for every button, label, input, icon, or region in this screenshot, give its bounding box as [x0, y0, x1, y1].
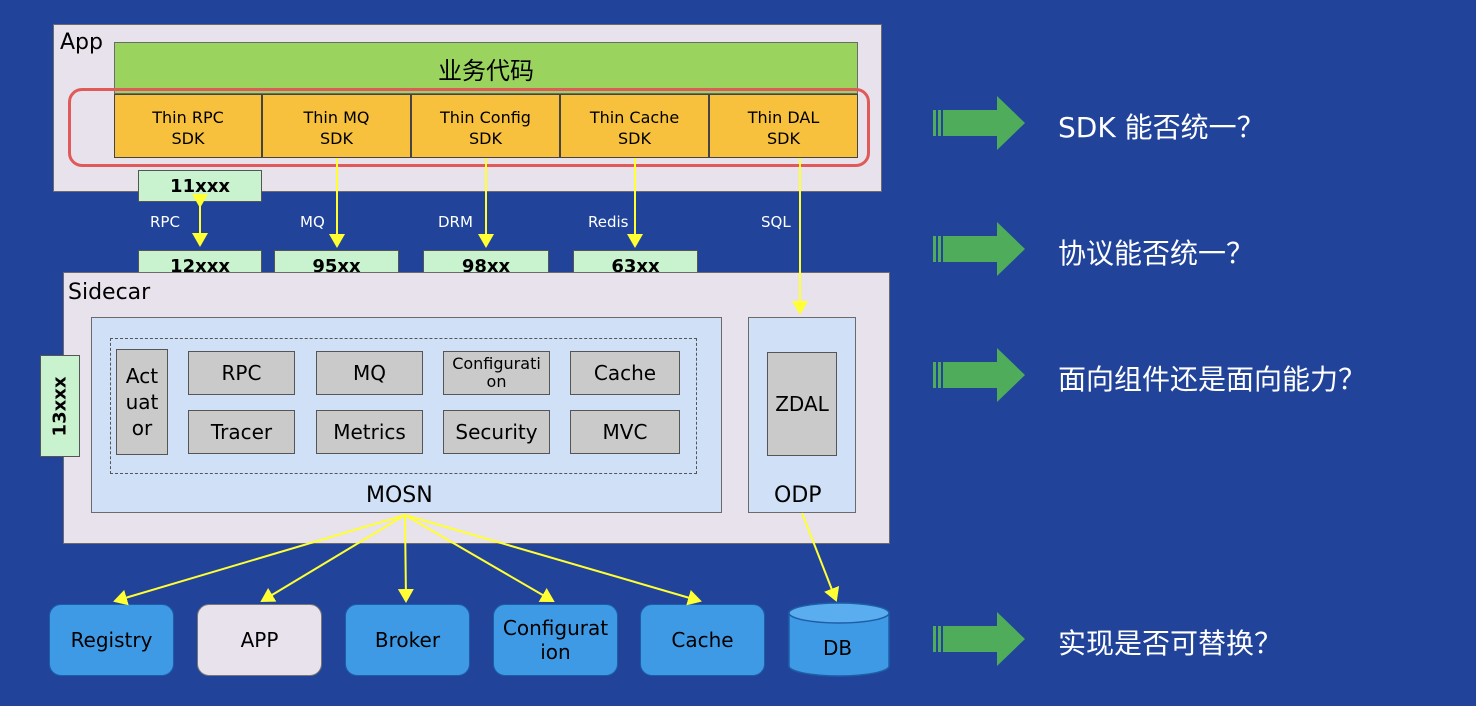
security-component: Security: [443, 410, 550, 454]
question-implementation-replaceable: 实现是否可替换？: [1058, 627, 1283, 660]
tracer-component: Tracer: [188, 410, 295, 454]
protocol-rpc-label: RPC: [150, 213, 180, 231]
broker-box: Broker: [345, 604, 470, 676]
configuration-component: Configurati on: [443, 351, 550, 395]
question-protocol-unify: 协议能否统一？: [1058, 237, 1255, 270]
question-sdk-unify: SDK 能否统一？: [1058, 111, 1265, 144]
protocol-redis-label: Redis: [588, 213, 629, 231]
registry-box: Registry: [49, 604, 174, 676]
mosn-label: MOSN: [366, 483, 433, 508]
sdk-highlight-outline: [68, 88, 870, 167]
protocol-sql-label: SQL: [761, 213, 791, 231]
question-component-or-capability: 面向组件还是面向能力？: [1058, 363, 1367, 396]
sidecar-title: Sidecar: [68, 280, 151, 305]
port-13xxx: 13xxx: [40, 355, 80, 457]
app-title: App: [60, 30, 103, 55]
db-label: DB: [823, 636, 853, 660]
port-11xxx: 11xxx: [138, 170, 262, 202]
cache-component: Cache: [570, 351, 680, 395]
business-code-bar: 业务代码: [114, 42, 858, 94]
metrics-component: Metrics: [316, 410, 423, 454]
odp-label: ODP: [774, 483, 822, 508]
mq-component: MQ: [316, 351, 423, 395]
mvc-component: MVC: [570, 410, 680, 454]
mosn-component-group: [110, 338, 697, 474]
zdal-component: ZDAL: [767, 352, 837, 456]
cache-box: Cache: [640, 604, 765, 676]
protocol-drm-label: DRM: [438, 213, 473, 231]
protocol-mq-label: MQ: [300, 213, 325, 231]
rpc-component: RPC: [188, 351, 295, 395]
app-box: APP: [197, 604, 322, 676]
